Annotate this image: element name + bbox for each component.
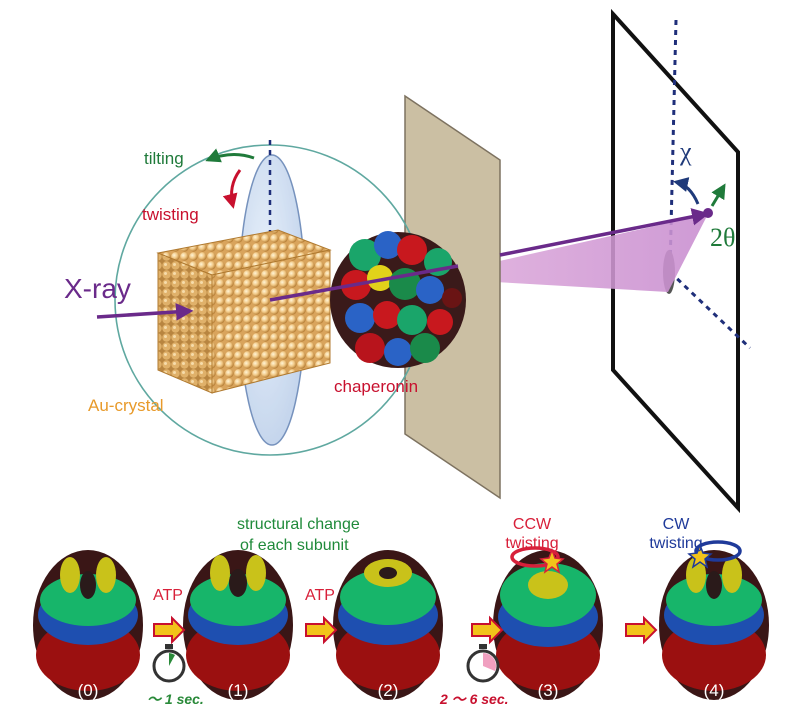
sequence-row	[33, 540, 769, 700]
structural-change-line2: of each subunit	[240, 537, 349, 554]
chaperonin-molecule	[330, 231, 466, 368]
detector-diagonal-axis	[668, 270, 752, 350]
tilting-arrow	[205, 148, 255, 163]
state-0-molecule	[33, 550, 143, 700]
cw-twist-icon	[687, 540, 742, 569]
detector-vertical-axis	[668, 19, 678, 271]
chi-arrow	[673, 177, 700, 205]
chaperonin-label: chaperonin	[334, 377, 418, 396]
ccw-label-line1: CCW	[513, 516, 552, 533]
xray-label: X-ray	[64, 273, 131, 304]
twisting-label: twisting	[142, 205, 199, 224]
xray-beam-diffracted	[499, 208, 710, 257]
chi-label: χ	[679, 137, 692, 166]
atp-label-2: ATP	[305, 587, 335, 604]
structural-change-line1: structural change	[237, 516, 360, 533]
au-crystal-cube	[156, 229, 332, 394]
step-arrow-0-1	[153, 615, 186, 645]
xray-beam-incoming	[96, 303, 194, 321]
stopwatch-long-icon	[466, 644, 500, 683]
time-long-label: 2 ～ 6 sec.	[439, 691, 509, 707]
stage-label-3: (3)	[538, 681, 559, 700]
ccw-twist-icon	[510, 546, 565, 574]
state-2-molecule	[333, 550, 443, 700]
step-arrow-2-3	[471, 615, 504, 645]
au-crystal-label: Au-crystal	[88, 396, 164, 415]
cw-label-line2: twisting	[649, 535, 702, 552]
stage-label-0: (0)	[78, 681, 99, 700]
xray-beam-through	[269, 264, 459, 302]
time-short-label: ～ 1 sec.	[147, 691, 204, 707]
two-theta-label: 2θ	[710, 223, 735, 252]
ccw-label-line2: twisting	[505, 535, 558, 552]
tilting-label: tilting	[144, 149, 184, 168]
stage-label-4: (4)	[704, 681, 725, 700]
state-4-molecule	[659, 550, 769, 700]
twisting-arrow	[222, 169, 242, 209]
state-1-molecule	[183, 550, 293, 700]
diffraction-spot	[703, 208, 713, 218]
state-3-molecule	[493, 550, 603, 700]
stage-label-2: (2)	[378, 681, 399, 700]
stage-label-1: (1)	[228, 681, 249, 700]
atp-label-1: ATP	[153, 587, 183, 604]
cw-label-line1: CW	[663, 516, 691, 533]
step-arrow-1-2	[305, 615, 338, 645]
two-theta-arrow	[710, 183, 726, 207]
step-arrow-3-4	[625, 615, 658, 645]
scattered-beam	[495, 214, 708, 292]
stopwatch-short-icon	[152, 644, 186, 683]
